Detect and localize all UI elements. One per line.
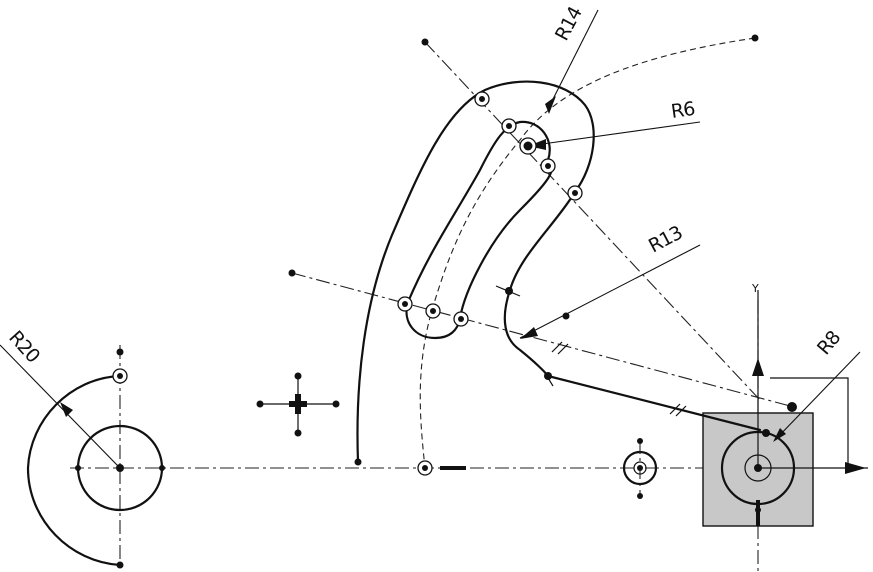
y-axis-arrowhead bbox=[752, 358, 764, 376]
r20-label: R20 bbox=[4, 327, 43, 367]
r13-label: R13 bbox=[645, 222, 686, 258]
r14-label: R14 bbox=[551, 3, 587, 44]
y-axis-label: Y bbox=[751, 282, 759, 295]
outer-slot-profile bbox=[356, 80, 595, 464]
r6-label: R6 bbox=[670, 98, 696, 123]
cross-marker-center-v bbox=[295, 394, 301, 414]
r6-leader bbox=[527, 121, 701, 147]
sketch-points bbox=[75, 34, 797, 569]
connecting-line bbox=[546, 374, 762, 432]
r6-arrowhead bbox=[528, 139, 546, 150]
r13-arrowhead bbox=[520, 327, 538, 339]
parallel-constraint-lower bbox=[669, 403, 687, 417]
r8-label: R8 bbox=[813, 327, 845, 359]
horizontal-constraint-mark bbox=[440, 466, 466, 470]
construction-line-lower bbox=[291, 272, 791, 407]
r20-arc bbox=[26, 374, 122, 567]
construction-arc-centerline bbox=[419, 37, 756, 469]
inner-slot-profile bbox=[405, 120, 554, 340]
parallel-constraint-upper bbox=[551, 341, 569, 355]
x-axis-arrowhead bbox=[845, 462, 866, 474]
r13-leader bbox=[519, 244, 701, 339]
r20-arrowhead bbox=[60, 402, 73, 417]
r8-arrowhead bbox=[773, 428, 786, 442]
r20-leader bbox=[0, 344, 119, 467]
r14-arrowhead bbox=[545, 96, 556, 114]
r14-leader bbox=[549, 9, 599, 106]
origin-box-outline bbox=[770, 377, 849, 468]
r8-leader bbox=[774, 351, 861, 441]
